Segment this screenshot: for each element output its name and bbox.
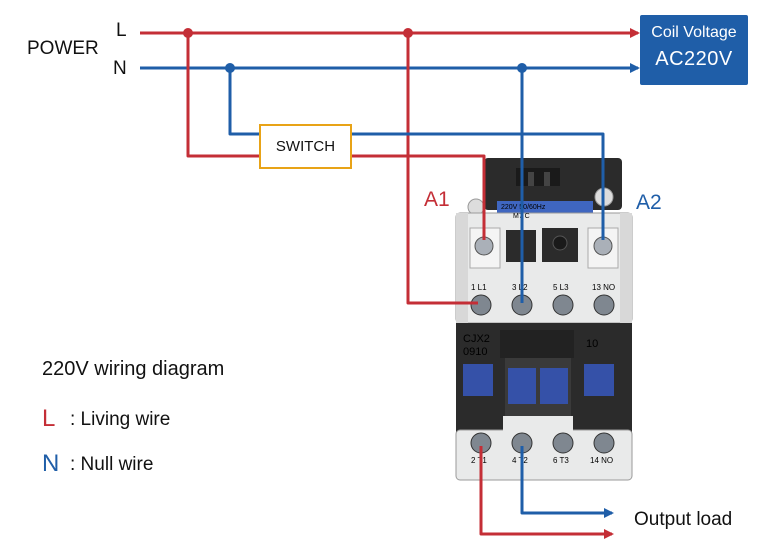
legend-live-text: : Living wire — [70, 409, 171, 430]
legend-neutral-text: : Null wire — [70, 454, 154, 475]
a2-label: A2 — [636, 191, 662, 214]
live-to-switch-wire — [186, 33, 259, 158]
terminal-label-no13: 13 NO — [592, 283, 615, 292]
live-to-l1-wire — [406, 33, 478, 305]
junction-dot — [183, 28, 193, 38]
armature-button-left — [508, 368, 536, 404]
wires — [140, 28, 640, 539]
terminal-label-l1: 1 L1 — [471, 283, 487, 292]
no13-terminal-screw — [593, 294, 615, 316]
t3-terminal-screw — [552, 432, 574, 454]
coil-voltage-box: Coil Voltage AC220V — [640, 15, 748, 85]
switch-box: SWITCH — [259, 124, 352, 169]
terminal-label-no14: 14 NO — [590, 456, 613, 465]
terminal-label-t1: 2 T1 — [471, 456, 487, 465]
switch-to-a1-wire — [352, 154, 486, 240]
coil-voltage-title: Coil Voltage — [651, 24, 737, 41]
legend-live-letter: L — [42, 405, 56, 432]
terminal-label-l2: 3 L2 — [512, 283, 528, 292]
output-neutral-wire — [520, 446, 614, 518]
contact-count: 10 — [586, 338, 598, 350]
no14-terminal-screw — [593, 432, 615, 454]
junction-dot — [225, 63, 235, 73]
junction-dot — [403, 28, 413, 38]
coil-voltage-value: AC220V — [655, 48, 733, 70]
junction-dot — [517, 63, 527, 73]
armature-button-right — [540, 368, 568, 404]
diagram-caption: 220V wiring diagram — [42, 358, 225, 380]
a1-label: A1 — [424, 188, 450, 211]
neutral-line-label: N — [113, 58, 127, 79]
switch-to-a2-wire — [352, 132, 605, 240]
neutral-to-switch-wire — [228, 68, 259, 136]
power-label: POWER — [27, 38, 99, 59]
l3-terminal-screw — [552, 294, 574, 316]
model-line-1: CJX2 — [463, 333, 490, 345]
model-line-2: 0910 — [463, 346, 487, 358]
output-live-wire — [479, 446, 614, 539]
l1-terminal-screw — [470, 294, 492, 316]
terminal-label-l3: 5 L3 — [553, 283, 569, 292]
live-line-label: L — [116, 20, 127, 41]
output-load-label: Output load — [634, 509, 733, 530]
indicator-window-left — [463, 364, 493, 396]
terminal-label-t3: 6 T3 — [553, 456, 569, 465]
legend-neutral-letter: N — [42, 450, 60, 477]
terminal-label-t2: 4 T2 — [512, 456, 528, 465]
indicator-window-right — [584, 364, 614, 396]
